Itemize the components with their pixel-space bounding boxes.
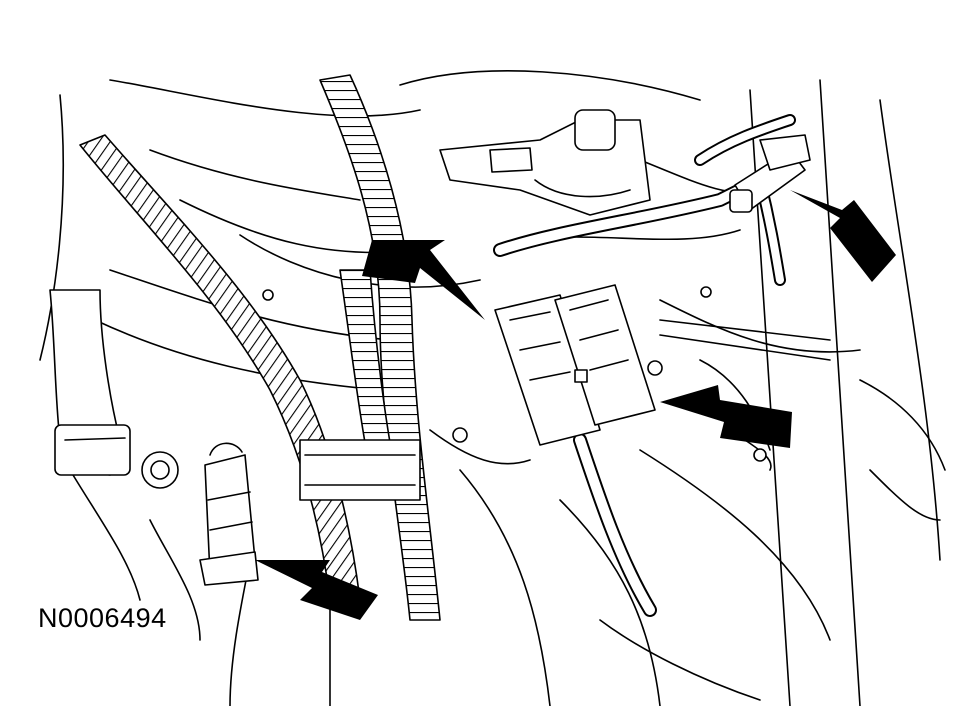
background-engine-contours: [39, 70, 946, 706]
upper-right-electrical-connector: [729, 134, 811, 213]
figure-reference-id: N0006494: [38, 603, 167, 633]
arrow-lower-right-connector: [660, 385, 792, 448]
arrow-upper-right-connector: [790, 190, 896, 282]
arrow-center-connector: [362, 240, 485, 320]
center-electrical-connector: [494, 284, 656, 446]
callout-arrows: [255, 190, 896, 620]
engine-sensor-body: [439, 109, 651, 216]
corrugated-conduits: [79, 74, 441, 621]
mounting-bolts: [262, 286, 767, 462]
lower-left-electrical-connector: [199, 442, 259, 586]
arrow-lower-left-connector: [255, 560, 378, 620]
coolant-hose: [49, 289, 179, 489]
